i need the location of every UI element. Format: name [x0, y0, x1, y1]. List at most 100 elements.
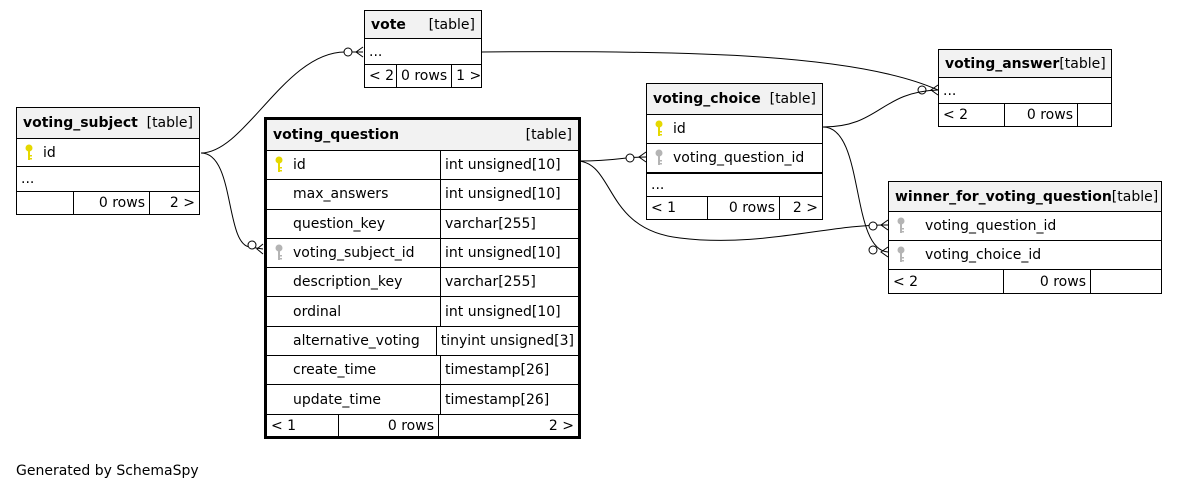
edge-vote-answer-crowfoot	[930, 84, 939, 96]
table-footer: < 1 0 rows 2 >	[267, 413, 578, 438]
table-type: [table]	[428, 16, 475, 33]
column-row[interactable]: description_key varchar[255]	[267, 267, 578, 297]
edge-vote-answer-circle	[917, 85, 927, 95]
column-name-cell: id	[17, 139, 60, 166]
column-row[interactable]: create_time timestamp[26]	[267, 355, 578, 385]
table-footer: < 2 0 rows 1 >	[365, 64, 481, 87]
column-name-cell: id	[647, 115, 690, 143]
children-count[interactable]: 1 >	[451, 65, 485, 87]
column-name: alternative_voting	[293, 332, 420, 349]
column-row[interactable]: question_key varchar[255]	[267, 208, 578, 238]
ellipsis-row: ...	[17, 166, 199, 191]
column-name-cell: voting_subject_id	[267, 239, 440, 267]
table-header: voting_choice [table]	[647, 84, 822, 114]
children-count[interactable]	[1077, 104, 1111, 126]
column-row[interactable]: voting_choice_id	[889, 240, 1161, 269]
table-winner-for-voting-question[interactable]: winner_for_voting_question [table] votin…	[888, 181, 1162, 294]
column-name-cell: create_time	[267, 356, 440, 384]
table-type: [table]	[1059, 55, 1106, 72]
table-name: winner_for_voting_question	[895, 188, 1112, 205]
edge-subject-vote-circle	[343, 47, 353, 57]
column-name: description_key	[293, 274, 403, 291]
primary-key-icon	[21, 144, 37, 162]
ellipsis: ...	[21, 171, 35, 187]
table-footer: < 1 0 rows 2 >	[647, 196, 822, 219]
table-footer: 0 rows 2 >	[17, 191, 199, 214]
edge-question-winner-circle	[868, 221, 878, 231]
ellipsis-row: ...	[647, 172, 822, 196]
table-vote[interactable]: vote [table] ... < 2 0 rows 1 >	[364, 10, 482, 88]
table-header: winner_for_voting_question [table]	[889, 182, 1161, 211]
table-name: voting_choice	[653, 91, 761, 107]
column-datatype: varchar[255]	[440, 209, 578, 238]
ellipsis: ...	[369, 43, 383, 60]
children-count[interactable]: 2 >	[438, 414, 578, 438]
column-row[interactable]: voting_question_id	[889, 211, 1161, 240]
table-type: [table]	[146, 115, 193, 131]
table-name: vote	[371, 16, 406, 33]
ellipsis-row: ...	[365, 38, 481, 64]
table-header: voting_question [table]	[267, 120, 578, 150]
edge-subject-question-circle	[247, 240, 257, 250]
column-name: voting_subject_id	[293, 245, 415, 262]
column-name-cell: ordinal	[267, 297, 440, 325]
table-footer: < 2 0 rows	[889, 269, 1161, 293]
parents-count[interactable]: < 1	[271, 418, 297, 435]
row-count: 0 rows	[707, 197, 779, 219]
table-type: [table]	[769, 91, 816, 107]
column-name: create_time	[293, 362, 377, 379]
edge-choice-answer	[822, 89, 939, 128]
ellipsis: ...	[943, 82, 957, 99]
edge-question-choice	[578, 156, 647, 162]
column-row[interactable]: id	[17, 138, 199, 166]
column-name-cell: update_time	[267, 385, 440, 413]
table-name: voting_question	[273, 127, 400, 143]
column-row[interactable]: voting_question_id	[647, 143, 822, 172]
column-name-cell: description_key	[267, 268, 440, 296]
column-datatype: timestamp[26]	[440, 356, 578, 385]
children-count[interactable]: 2 >	[779, 197, 822, 219]
children-count[interactable]: 2 >	[149, 192, 199, 214]
column-name: voting_question_id	[673, 150, 805, 166]
table-voting-subject[interactable]: voting_subject [table] id ... 0 rows 2 >	[16, 107, 200, 215]
primary-key-icon	[651, 120, 667, 138]
column-datatype: timestamp[26]	[440, 385, 578, 414]
foreign-key-icon	[271, 244, 287, 262]
children-count[interactable]	[1090, 270, 1161, 293]
column-name: voting_choice_id	[925, 247, 1042, 263]
parents-count[interactable]: < 1	[651, 200, 677, 216]
parents-count[interactable]: < 2	[893, 273, 919, 290]
row-count: 0 rows	[1003, 270, 1090, 293]
generated-by-label: Generated by SchemaSpy	[16, 463, 199, 479]
table-header: voting_subject [table]	[17, 108, 199, 138]
column-name-cell: id	[267, 151, 440, 179]
column-datatype: varchar[255]	[440, 268, 578, 297]
table-name: voting_subject	[23, 115, 138, 131]
table-header: vote [table]	[365, 11, 481, 38]
edge-question-winner-crowfoot	[880, 219, 889, 231]
row-count: 0 rows	[396, 65, 451, 87]
column-row[interactable]: id	[647, 114, 822, 143]
primary-key-icon	[271, 156, 287, 174]
table-name: voting_answer	[945, 55, 1060, 72]
table-header: voting_answer [table]	[939, 50, 1111, 77]
column-name-cell: voting_question_id	[647, 144, 808, 172]
parents-count[interactable]: < 2	[369, 68, 395, 84]
table-footer: < 2 0 rows	[939, 103, 1111, 126]
column-name-cell: alternative_voting	[267, 327, 436, 355]
table-voting-choice[interactable]: voting_choice [table] id voting_question…	[646, 83, 823, 220]
column-name: question_key	[293, 215, 385, 232]
parents-count[interactable]: < 2	[943, 107, 969, 123]
edge-choice-winner-circle	[868, 245, 878, 255]
table-voting-answer[interactable]: voting_answer [table] ... < 2 0 rows	[938, 49, 1112, 127]
edge-subject-question-crowfoot	[256, 243, 264, 255]
parents-count[interactable]	[17, 192, 73, 214]
